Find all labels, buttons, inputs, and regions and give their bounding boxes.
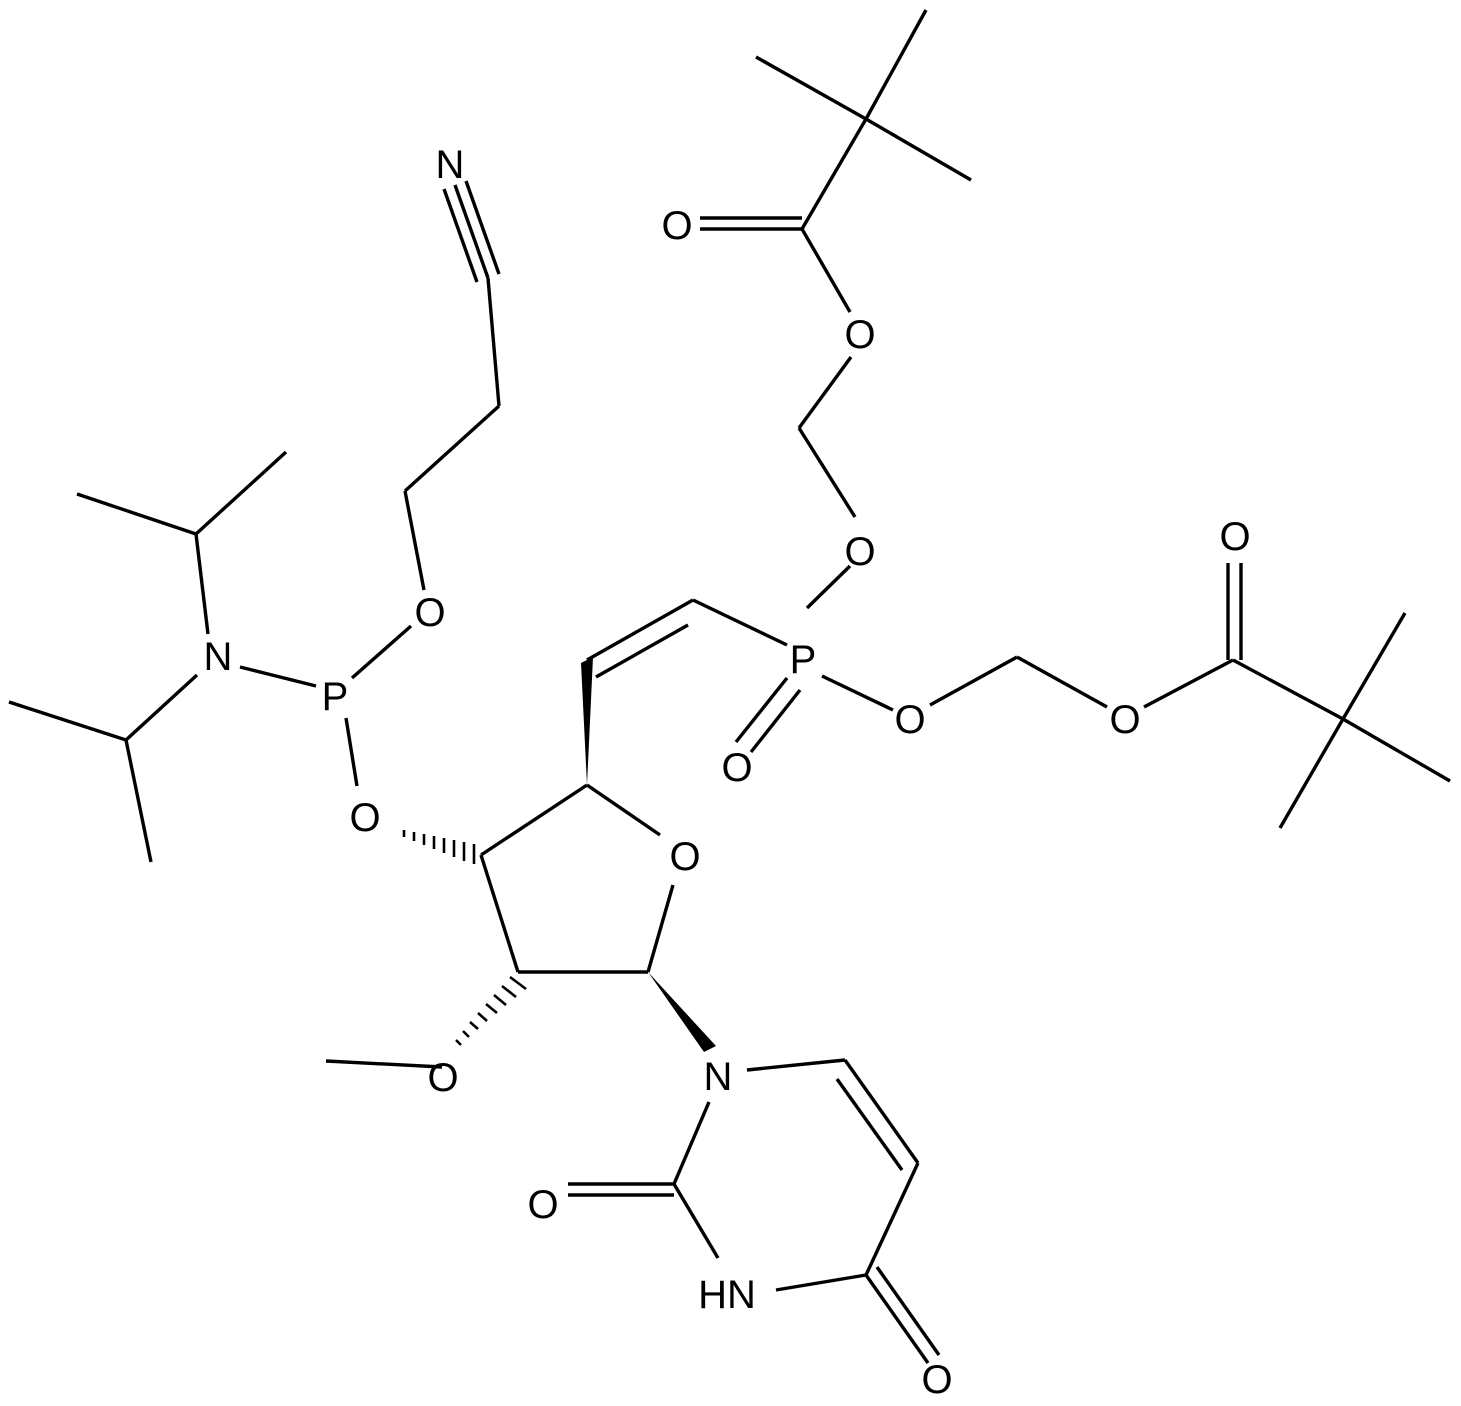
bonds bbox=[8, 9, 1451, 1364]
wedge-bond-c4-vinyl bbox=[581, 657, 593, 785]
uracil-bonds bbox=[568, 1058, 941, 1364]
pom-upper-ester-oxygen-label: O bbox=[844, 313, 875, 357]
uracil-n3h-label: HN bbox=[698, 1273, 756, 1317]
stereo-bonds bbox=[402, 657, 716, 1052]
phosphonate-right-oxygen-label: O bbox=[894, 698, 925, 742]
pom-lower-ester-oxygen-label: O bbox=[1109, 698, 1140, 742]
ribose-ring-bonds bbox=[325, 783, 675, 1069]
uracil-o2-label: O bbox=[527, 1183, 558, 1227]
uracil-n1-label: N bbox=[704, 1055, 733, 1099]
vinyl-phosphonate-bonds bbox=[586, 564, 894, 754]
atom-labels: N O P N O O O N O HN O P O O O O O O O bbox=[204, 143, 1251, 1402]
cyanoethyl-oxygen-label: O bbox=[414, 591, 445, 635]
phosphoramidite-bonds bbox=[8, 450, 359, 863]
phosphoramidite-phosphorus-label: P bbox=[322, 675, 349, 719]
pom-upper-bonds bbox=[700, 9, 972, 518]
cyano-nitrogen-label: N bbox=[436, 143, 465, 187]
diisopropylamino-nitrogen-label: N bbox=[204, 635, 233, 679]
hash-bond-c2-ome bbox=[455, 975, 527, 1046]
three-prime-oxygen-label: O bbox=[349, 796, 380, 840]
cyanoethyl-chain bbox=[350, 180, 501, 680]
phosphonate-oxo-oxygen-label: O bbox=[721, 746, 752, 790]
pom-lower-carbonyl-oxygen-label: O bbox=[1219, 515, 1250, 559]
phosphonate-upper-oxygen-label: O bbox=[844, 530, 875, 574]
methoxy-oxygen-label: O bbox=[427, 1056, 458, 1100]
wedge-bond-c1-n1 bbox=[648, 972, 716, 1052]
hash-bond-c3-o3 bbox=[402, 830, 476, 864]
pom-lower-bonds bbox=[929, 563, 1451, 829]
ribose-ring-oxygen-label: O bbox=[669, 835, 700, 879]
phosphonate-phosphorus-label: P bbox=[790, 638, 817, 682]
uracil-o4-label: O bbox=[921, 1358, 952, 1402]
pom-upper-carbonyl-oxygen-label: O bbox=[661, 204, 692, 248]
